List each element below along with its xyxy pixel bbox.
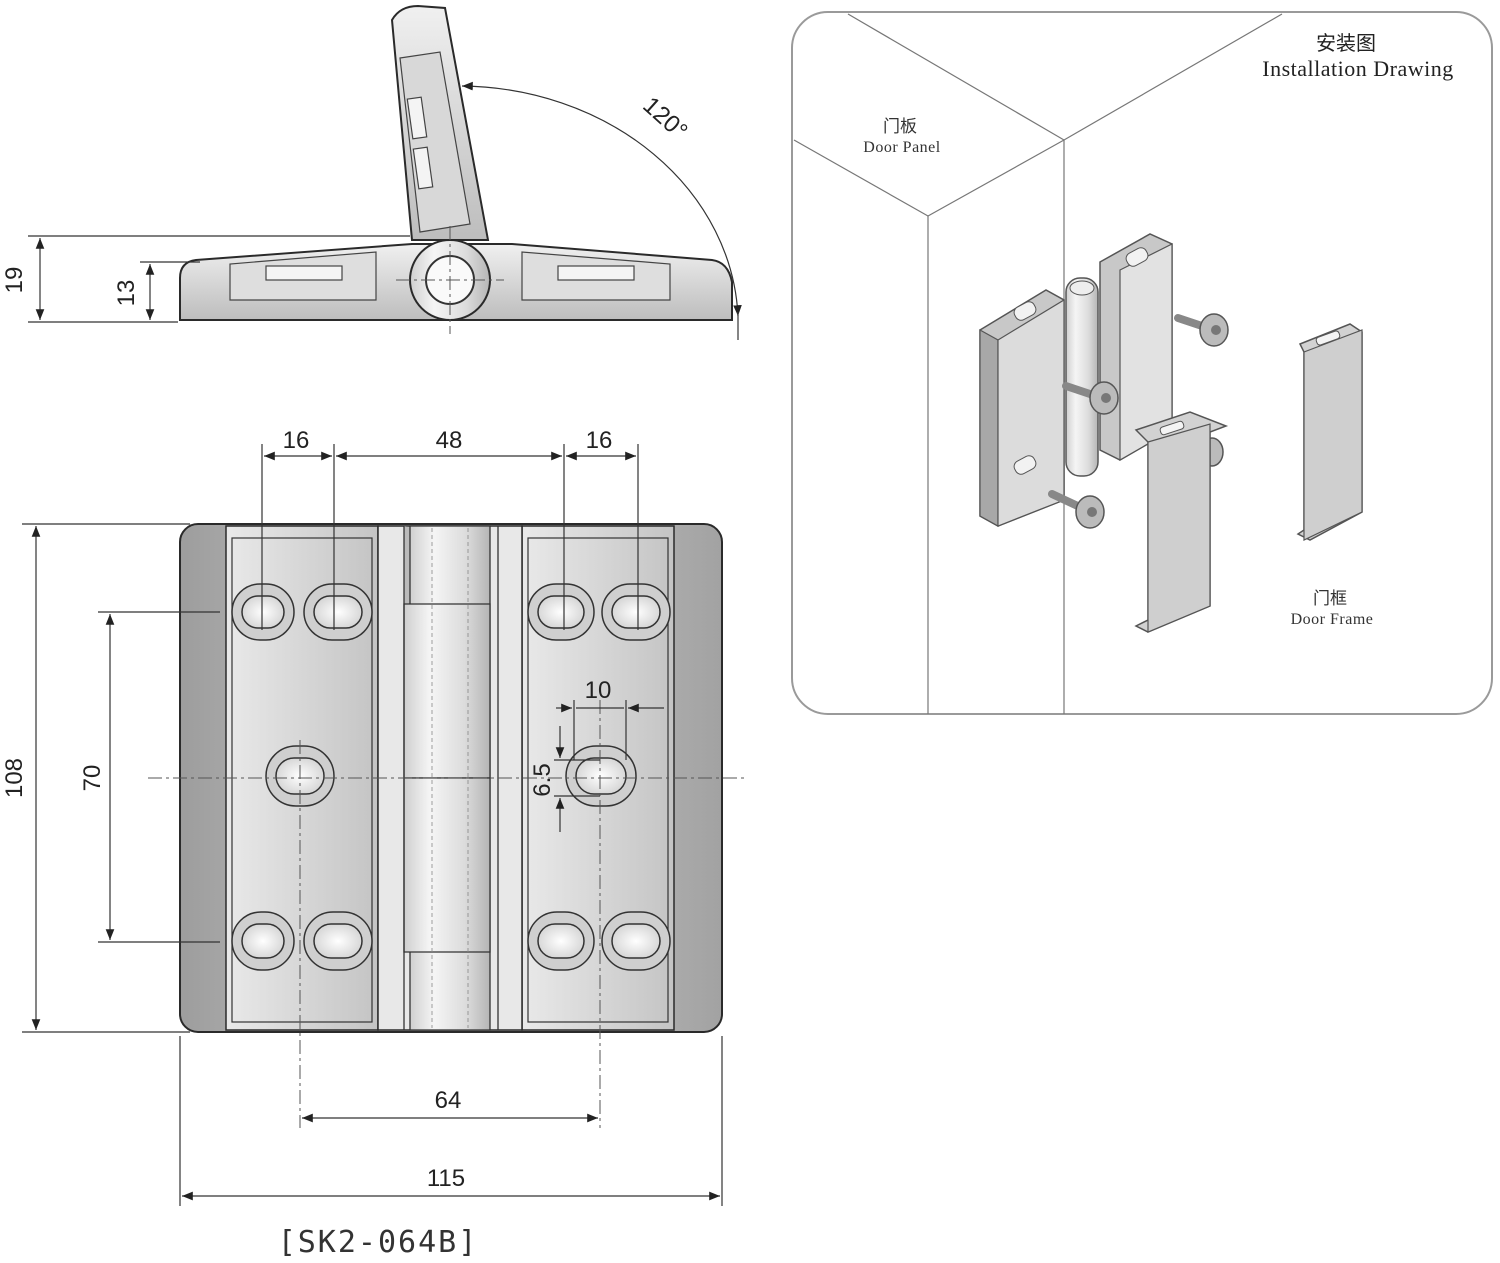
- dim-19: 19: [1, 235, 410, 323]
- slot: [527, 911, 595, 971]
- dim-6-5: 6.5: [529, 726, 600, 832]
- slot: [527, 583, 595, 641]
- dim-10-label: 10: [585, 677, 612, 704]
- installation-panel: 安装图 Installation Drawing 门板 Door Panel: [791, 11, 1493, 715]
- angle-label: 120°: [638, 92, 693, 145]
- slot: [601, 911, 671, 971]
- screw-icon: [1062, 381, 1119, 415]
- front-view: 16 48 16 108 70 10: [1, 427, 748, 1260]
- dim-115: 115: [179, 1036, 723, 1206]
- mounting-slots: [231, 583, 671, 971]
- dim-108-label: 108: [1, 758, 28, 798]
- dim-64-label: 64: [435, 1087, 462, 1114]
- slot: [601, 583, 671, 641]
- base-leaf: [179, 226, 733, 334]
- dim-64: 64: [302, 1087, 598, 1123]
- door-frame-bracket: [1134, 411, 1229, 633]
- dim-13-label: 13: [113, 280, 140, 307]
- side-view: 19 13 120°: [1, 4, 742, 340]
- dim-6-5-label: 6.5: [529, 763, 556, 796]
- door-frame-label-en: Door Frame: [1291, 611, 1374, 628]
- isometric-hinge: [979, 233, 1229, 529]
- door-panel-label-en: Door Panel: [863, 139, 940, 156]
- slot: [231, 911, 295, 971]
- slot: [231, 583, 295, 641]
- screw-icon: [1174, 313, 1229, 347]
- dim-108: 108: [1, 523, 190, 1033]
- dim-70-label: 70: [79, 765, 106, 792]
- dim-19-label: 19: [1, 267, 28, 294]
- slot: [565, 745, 637, 807]
- door-frame-label-cn: 门框: [1313, 589, 1347, 609]
- dim-48-label: 48: [436, 427, 463, 454]
- installation-title-en: Installation Drawing: [1262, 56, 1453, 81]
- dim-13: 13: [113, 261, 200, 320]
- model-number: [SK2-064B]: [278, 1225, 479, 1260]
- installation-title-cn: 安装图: [1316, 31, 1376, 55]
- dim-10: 10: [556, 677, 664, 760]
- dim-16-left-label: 16: [283, 427, 310, 454]
- dim-16-right-label: 16: [586, 427, 613, 454]
- door-frame-bracket: [1296, 323, 1363, 541]
- dim-115-label: 115: [427, 1165, 465, 1192]
- slot: [303, 911, 373, 971]
- opened-leaf: [390, 4, 490, 241]
- screw-icon: [1048, 490, 1105, 529]
- dim-70: 70: [79, 611, 220, 943]
- door-panel-label-cn: 门板: [883, 117, 917, 137]
- dim-top: 16 48 16: [261, 427, 639, 630]
- slot: [303, 583, 373, 641]
